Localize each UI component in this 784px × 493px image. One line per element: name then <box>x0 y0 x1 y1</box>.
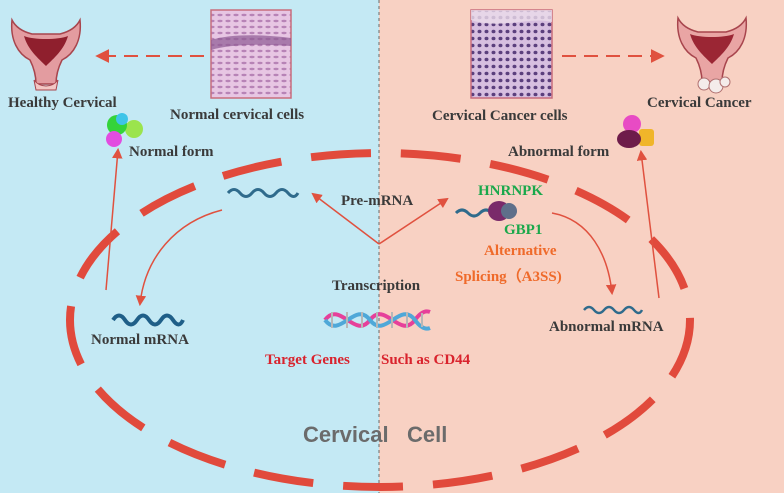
label-hnrnpk: HNRNPK <box>478 183 543 199</box>
arrow-normal-mrna-to-normal-form <box>105 147 123 291</box>
abnormal-protein-complex-icon <box>617 115 654 148</box>
normal-tissue-micrograph-icon <box>210 9 292 99</box>
label-gbp1: GBP1 <box>504 222 543 238</box>
hnrnpk-gbp1-complex-icon <box>488 201 517 221</box>
label-cervical-cancer-cells: Cervical Cancer cells <box>432 108 568 124</box>
label-cervical-cancer: Cervical Cancer <box>647 95 752 111</box>
label-alternative: Alternative <box>484 243 557 259</box>
cancer-uterus-icon <box>676 15 748 94</box>
arrow-transcription-to-premrna <box>311 192 380 245</box>
label-such-as-cd44: Such as CD44 <box>381 352 471 368</box>
normal-mrna-strand-icon <box>111 313 185 327</box>
label-abnormal-form: Abnormal form <box>508 144 610 160</box>
abnormal-mrna-strand-icon <box>583 305 644 315</box>
dna-helix-icon <box>323 309 431 331</box>
label-normal-mrna: Normal mRNA <box>91 332 189 348</box>
cancer-tissue-micrograph-icon <box>470 9 553 99</box>
left-panel-background <box>0 0 379 493</box>
arrow-transcription-to-splicing <box>378 197 449 245</box>
label-healthy-cervical: Healthy Cervical <box>8 95 117 111</box>
label-cervical-cell: Cervical Cell <box>303 422 448 447</box>
arrow-abnormal-mrna-to-abnormal-form <box>636 149 660 299</box>
normal-protein-complex-icon <box>106 113 143 147</box>
label-abnormal-mrna: Abnormal mRNA <box>549 319 664 335</box>
label-target-genes: Target Genes <box>265 352 350 368</box>
label-normal-cervical-cells: Normal cervical cells <box>170 107 305 123</box>
label-normal-form: Normal form <box>129 144 214 160</box>
arrow-splicing-to-abnormal-mrna <box>551 212 617 296</box>
label-transcription: Transcription <box>332 278 421 294</box>
healthy-uterus-icon <box>10 17 82 91</box>
label-pre-mrna: Pre-mRNA <box>341 193 414 209</box>
pre-mrna-strand-icon <box>226 188 300 198</box>
cell-membrane <box>66 149 694 491</box>
label-splicing: Splicing（A3SS) <box>455 269 562 285</box>
arrow-premrna-to-normal-mrna <box>135 209 223 307</box>
